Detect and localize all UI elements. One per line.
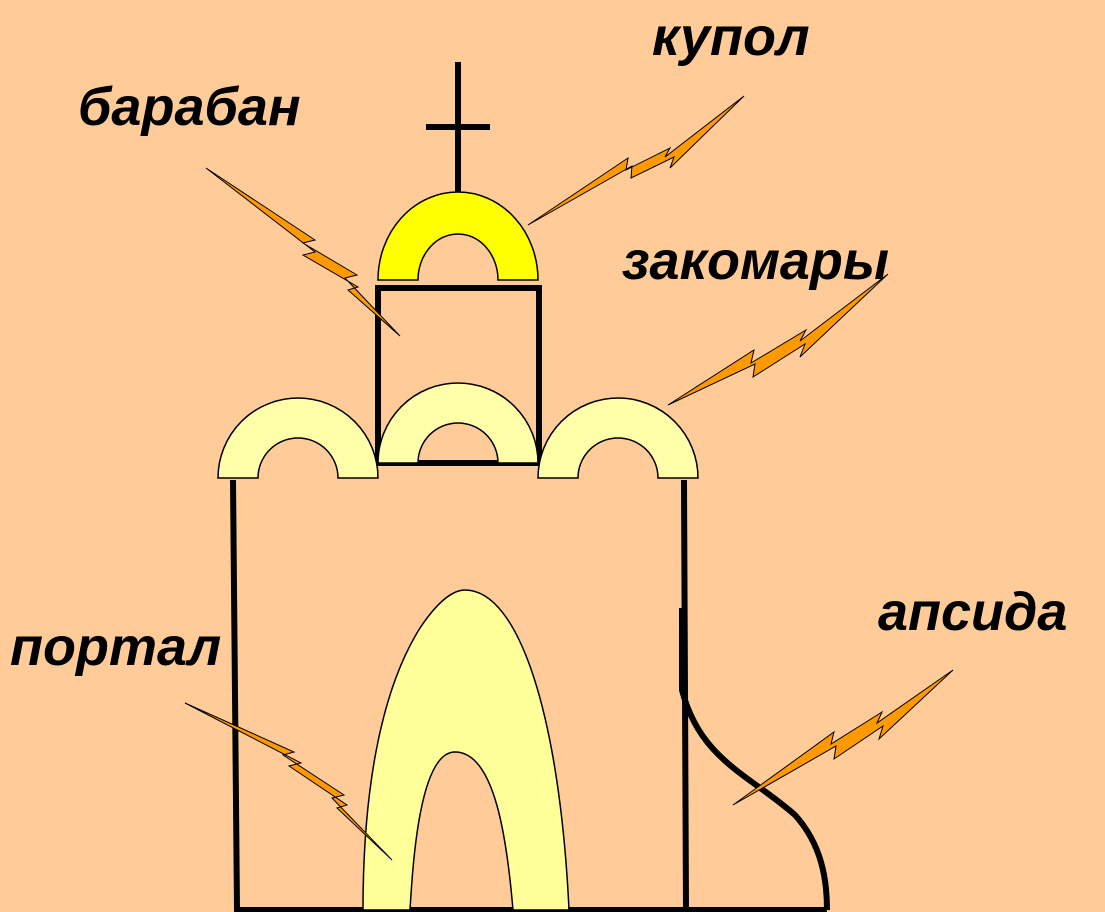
label-apsida: апсида [878,585,1067,639]
label-zakomary: закомары [622,234,889,288]
lightning-bolt-icon [733,670,953,805]
label-kupol: купол [652,10,810,64]
zakomara-center [378,383,538,463]
zakomara-right [538,398,698,478]
lightning-bolt-icon [206,168,400,336]
lightning-bolt-icon [528,96,744,225]
cross-icon [426,62,490,192]
lightning-bolt-icon [668,274,888,405]
portal-arch [363,590,569,910]
lightning-bolt-icon [185,703,392,860]
zakomara-left [218,398,378,478]
label-portal: портал [10,620,221,674]
dome [378,192,538,280]
label-baraban: барабан [78,80,301,134]
